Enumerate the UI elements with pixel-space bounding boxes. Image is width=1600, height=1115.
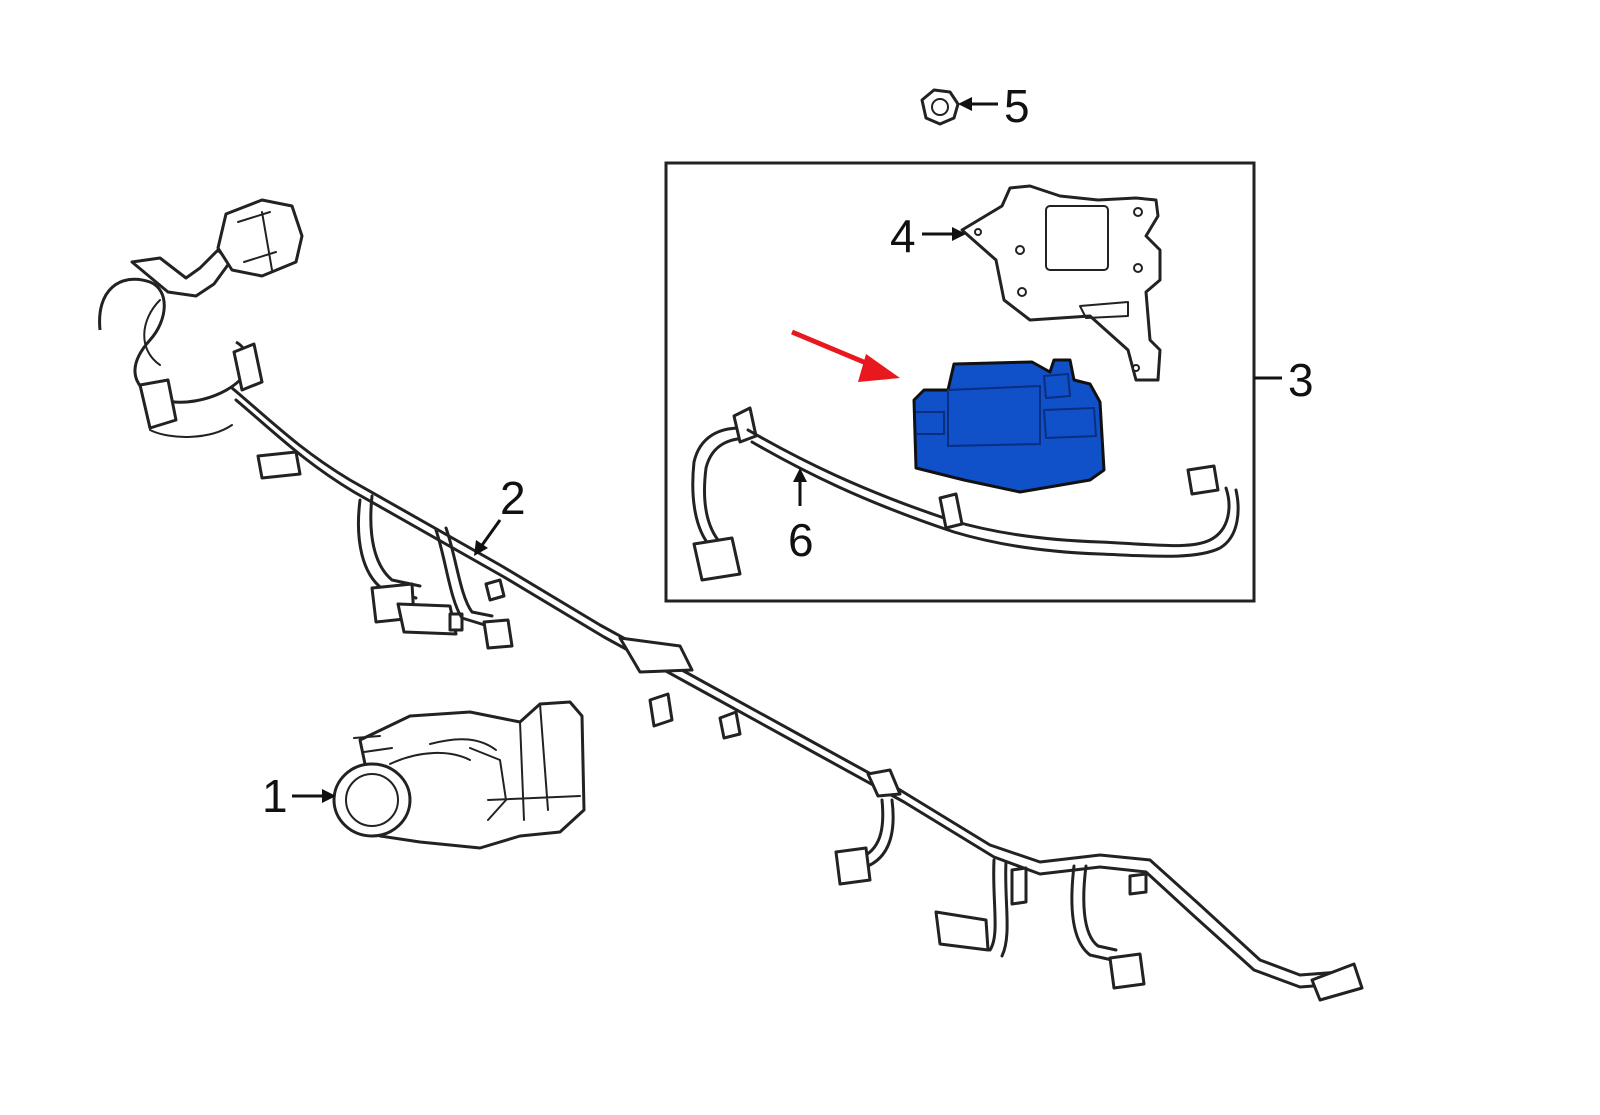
module-harness [691, 406, 1240, 582]
callout-3-label: 3 [1288, 354, 1314, 406]
callout-1-label: 1 [262, 770, 288, 822]
callout-6: 6 [788, 468, 814, 566]
main-wiring-harness [98, 198, 1364, 1002]
control-module-highlighted [912, 358, 1106, 494]
callout-3: 3 [1254, 354, 1314, 406]
kit-box [664, 161, 1256, 603]
callout-5: 5 [958, 80, 1030, 132]
callout-4: 4 [890, 210, 966, 262]
callout-2: 2 [474, 472, 526, 556]
callout-1: 1 [262, 770, 336, 822]
callout-2-label: 2 [500, 472, 526, 524]
callout-6-label: 6 [788, 514, 814, 566]
callout-5-label: 5 [1004, 80, 1030, 132]
mounting-bracket [960, 184, 1162, 382]
callout-4-label: 4 [890, 210, 916, 262]
parking-sensor [332, 700, 586, 850]
red-pointer-arrow [791, 329, 900, 382]
nut-fastener [920, 88, 960, 126]
